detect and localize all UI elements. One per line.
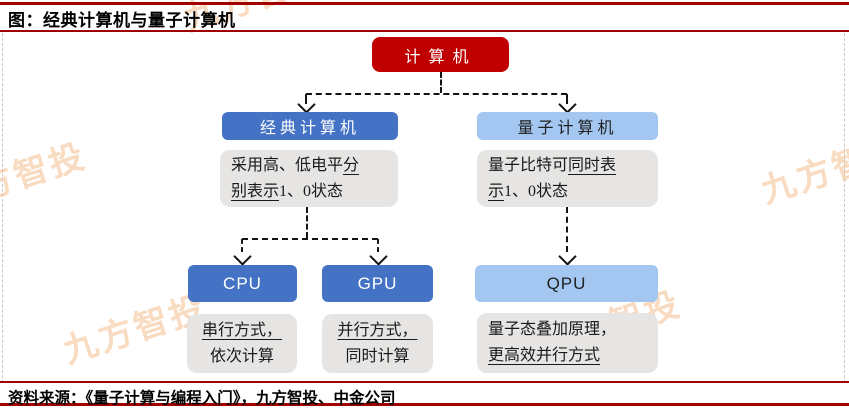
desc-line: 并行方式， bbox=[337, 321, 418, 339]
arrow-down-icon bbox=[297, 95, 316, 114]
node-cpu: CPU bbox=[188, 265, 297, 302]
connector-quantum-stub bbox=[566, 94, 568, 104]
node-computer: 计算机 bbox=[372, 37, 509, 72]
desc-quantum-computer: 量子比特可同时表 示1、0状态 bbox=[477, 150, 658, 207]
node-classic-computer: 经典计算机 bbox=[222, 112, 398, 140]
footer-rule-top bbox=[0, 381, 849, 383]
page-title: 图：经典计算机与量子计算机 bbox=[8, 11, 236, 30]
arrow-down-icon bbox=[233, 247, 252, 266]
desc-line: 同时计算 bbox=[345, 347, 410, 365]
right-dashed-border bbox=[844, 33, 845, 383]
connector-classic-stub bbox=[305, 94, 307, 104]
source-note: 资料来源：《量子计算与编程入门》，九方智投、中金公司 bbox=[8, 390, 396, 407]
desc-line: 量子态叠加原理， bbox=[488, 321, 617, 338]
desc-classic-computer: 采用高、低电平分 别表示1、0状态 bbox=[220, 150, 398, 207]
desc-line: 示1、0状态 bbox=[488, 182, 569, 200]
desc-line: 别表示1、0状态 bbox=[231, 182, 344, 200]
footer-rule-bottom bbox=[0, 403, 849, 406]
desc-line: 更高效并行方式 bbox=[488, 347, 601, 364]
desc-line: 依次计算 bbox=[209, 347, 274, 365]
connector-qpu-down bbox=[566, 207, 568, 252]
desc-line: 串行方式， bbox=[201, 321, 282, 339]
watermark: 九方智投 bbox=[756, 128, 849, 211]
desc-qpu: 量子态叠加原理， 更高效并行方式 bbox=[477, 313, 658, 373]
node-gpu: GPU bbox=[322, 265, 433, 302]
top-rule bbox=[0, 2, 849, 5]
connector-level2-horizontal bbox=[242, 238, 378, 240]
connector-root-down bbox=[440, 72, 442, 93]
arrow-down-icon bbox=[558, 247, 577, 266]
arrow-down-icon bbox=[369, 247, 388, 266]
connector-classic-desc-down bbox=[306, 207, 308, 238]
desc-line: 采用高、低电平分 bbox=[231, 156, 360, 174]
desc-line: 量子比特可同时表 bbox=[488, 156, 617, 174]
watermark: 九方智投 bbox=[0, 136, 92, 219]
arrow-down-icon bbox=[558, 95, 577, 114]
node-qpu: QPU bbox=[475, 265, 658, 302]
left-dashed-border bbox=[2, 33, 3, 383]
connector-gpu-stub bbox=[377, 239, 379, 252]
connector-cpu-stub bbox=[241, 239, 243, 252]
node-quantum-computer: 量子计算机 bbox=[477, 112, 658, 140]
desc-gpu: 并行方式， 同时计算 bbox=[322, 314, 433, 373]
title-rule bbox=[0, 30, 849, 32]
desc-cpu: 串行方式， 依次计算 bbox=[187, 314, 297, 373]
connector-level1-horizontal bbox=[306, 93, 567, 95]
